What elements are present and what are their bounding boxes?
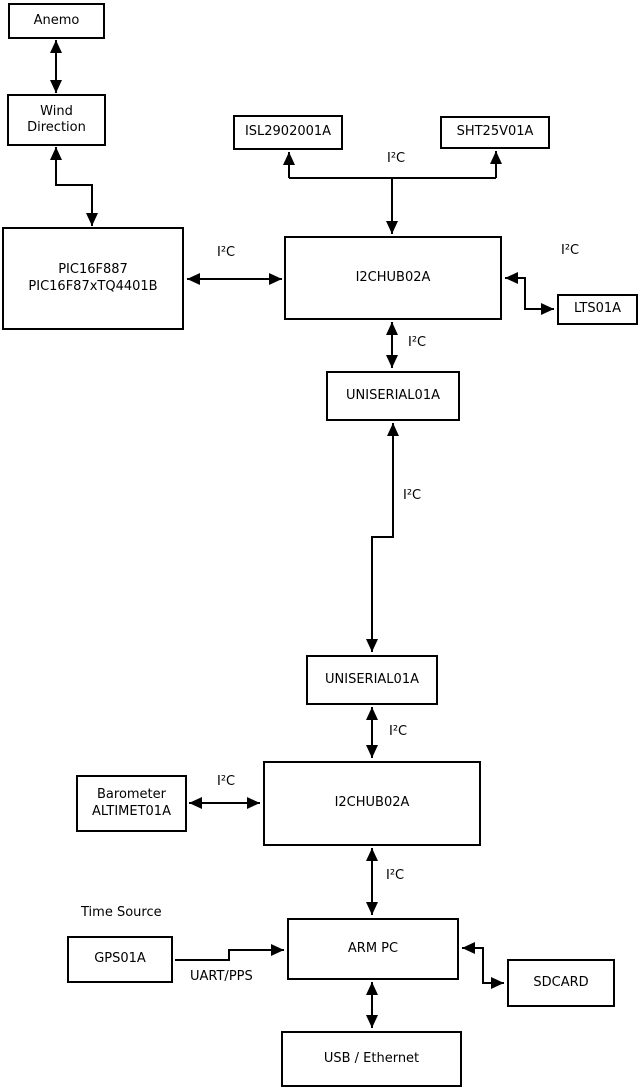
i2c-label-pic-hub: I²C xyxy=(217,245,236,260)
node-pic: PIC16F887 PIC16F87xTQ4401B xyxy=(2,227,184,330)
node-sdcard: SDCARD xyxy=(507,959,615,1007)
edge-gps-arm xyxy=(175,944,284,961)
node-uniserial-bottom: UNISERIAL01A xyxy=(306,655,438,705)
node-sht25v01a: SHT25V01A xyxy=(440,116,550,149)
uart-pps-label: UART/PPS xyxy=(190,969,253,984)
node-isl2902001a: ISL2902001A xyxy=(233,115,343,150)
i2c-label-barometer-hub: I²C xyxy=(217,774,236,789)
i2c-label-hub-arm: I²C xyxy=(386,868,405,883)
node-anemo: Anemo xyxy=(8,3,105,39)
i2c-label-hub-uniserial: I²C xyxy=(408,335,427,350)
node-uniserial-top: UNISERIAL01A xyxy=(326,371,460,421)
node-gps01a: GPS01A xyxy=(67,936,173,983)
i2c-label-hub-lts: I²C xyxy=(561,243,580,258)
node-usb-ethernet: USB / Ethernet xyxy=(281,1031,462,1087)
node-arm-pc: ARM PC xyxy=(287,918,459,980)
i2c-label-uniserial-hub-bottom: I²C xyxy=(389,724,408,739)
i2c-label-uniserial-link: I²C xyxy=(403,488,422,503)
edge-wind-pic xyxy=(50,147,98,226)
time-source-label: Time Source xyxy=(81,905,162,920)
node-i2chub-top: I2CHUB02A xyxy=(284,236,502,320)
edge-uniserial-top-uniserial-bottom xyxy=(366,423,399,652)
node-wind-direction: Wind Direction xyxy=(7,94,106,146)
edge-hub-top-lts xyxy=(505,272,554,315)
node-barometer: Barometer ALTIMET01A xyxy=(76,775,187,832)
node-lts01a: LTS01A xyxy=(557,294,638,325)
node-i2chub-bottom: I2CHUB02A xyxy=(263,761,481,846)
i2c-label-sensor-bus: I²C xyxy=(387,151,406,166)
edge-arm-sdcard xyxy=(462,942,504,989)
